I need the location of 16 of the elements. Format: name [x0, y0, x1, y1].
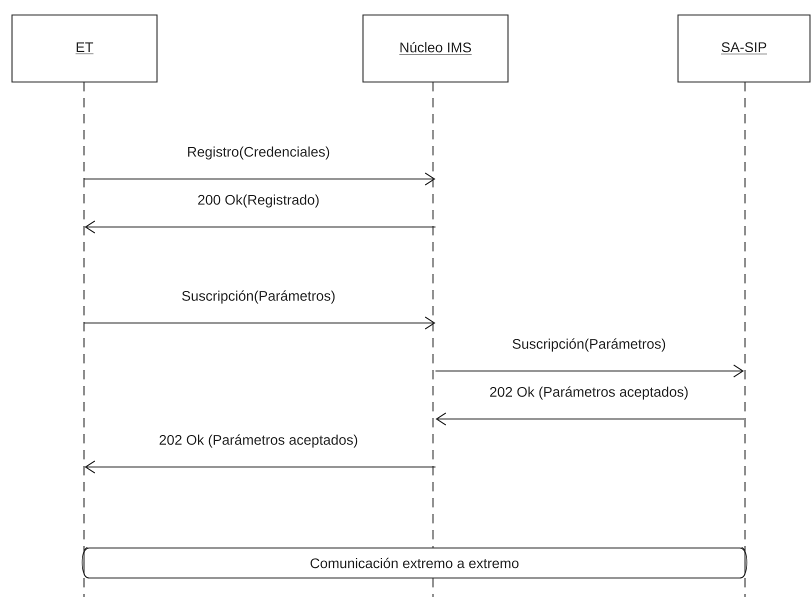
- participant-box: Núcleo IMS: [362, 14, 509, 83]
- message-arrow: [84, 172, 436, 186]
- message-arrow: [84, 316, 436, 330]
- participant-box: ET: [11, 14, 158, 83]
- message-arrow: [84, 220, 436, 234]
- participant-box: SA-SIP: [677, 14, 811, 83]
- message-label: Suscripción(Parámetros): [512, 338, 666, 352]
- message-label: 202 Ok (Parámetros aceptados): [160, 434, 358, 448]
- message-arrow: [436, 364, 744, 378]
- message-arrow: [436, 412, 744, 426]
- message-arrow: [84, 460, 436, 474]
- message-label: Registro(Credenciales): [188, 146, 330, 160]
- communication-band: Comunicación extremo a extremo: [82, 547, 748, 579]
- message-label: 202 Ok (Parámetros aceptados): [490, 386, 688, 400]
- message-label: 200 Ok(Registrado): [198, 194, 319, 208]
- message-label: Suscripción(Parámetros): [182, 290, 335, 304]
